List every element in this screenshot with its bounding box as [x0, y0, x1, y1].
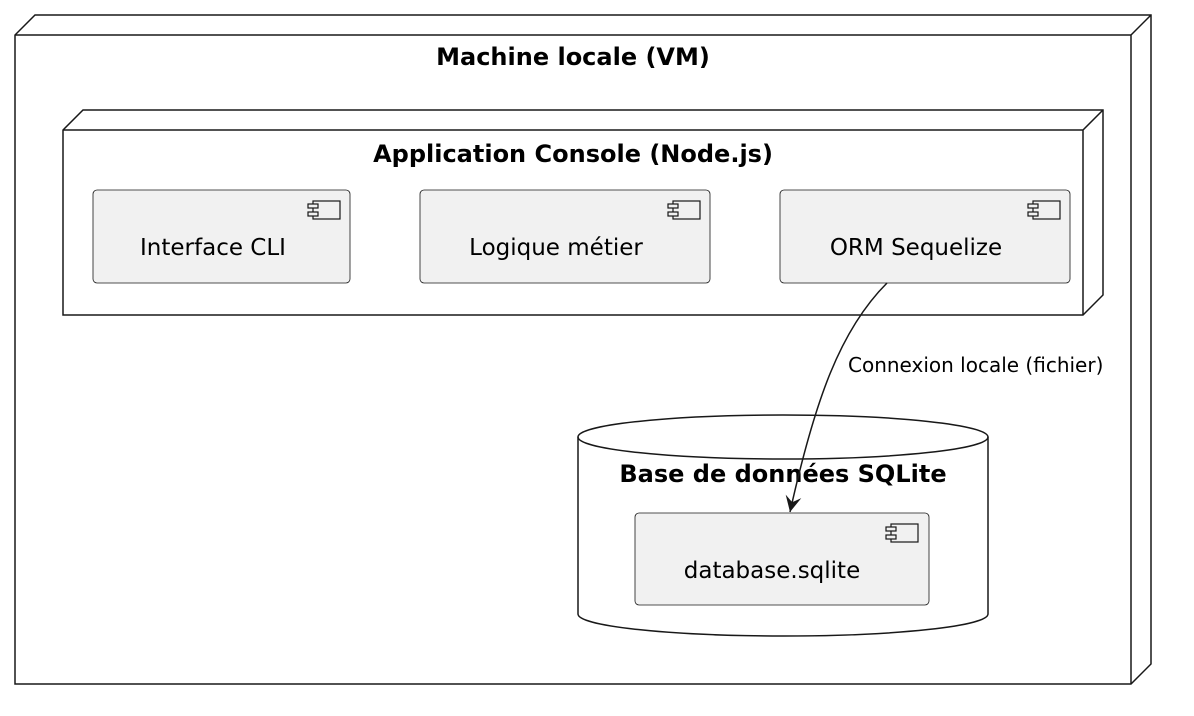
edge-label: Connexion locale (fichier)	[848, 353, 1103, 377]
component-label: database.sqlite	[684, 558, 860, 584]
component-icon	[885, 523, 919, 543]
component-database-file: database.sqlite	[634, 512, 930, 606]
node-title-application-console: Application Console (Node.js)	[373, 140, 773, 168]
node-application-console: Application Console (Node.js) Interface …	[62, 109, 1104, 316]
component-icon	[667, 200, 701, 220]
edge-connexion-locale: Connexion locale (fichier)	[785, 282, 1103, 513]
edge-arrow	[785, 282, 888, 513]
node-title-machine-locale: Machine locale (VM)	[436, 43, 710, 71]
component-interface-cli: Interface CLI	[92, 189, 351, 284]
component-logique-metier: Logique métier	[419, 189, 711, 284]
database-title: Base de données SQLite	[619, 460, 946, 488]
component-label: ORM Sequelize	[830, 235, 1002, 261]
component-orm-sequelize: ORM Sequelize	[779, 189, 1071, 284]
component-label: Interface CLI	[140, 235, 286, 261]
database-sqlite: Base de données SQLite database.sqlite	[577, 414, 989, 637]
component-icon	[307, 200, 341, 220]
component-icon	[1027, 200, 1061, 220]
component-label: Logique métier	[469, 235, 643, 261]
